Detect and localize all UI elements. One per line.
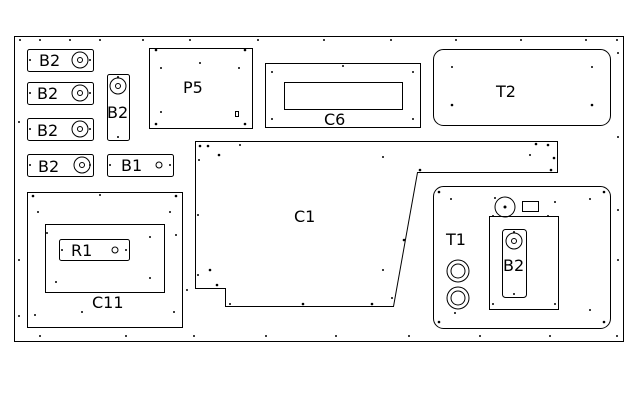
t2-board[interactable]: T2 [433,49,611,126]
b2-label-1: B2 [39,51,60,70]
b2-label-vertical: B2 [107,103,128,122]
b2-board-1[interactable]: B2 [27,49,94,72]
r1-label: R1 [71,241,92,260]
p5-label: P5 [183,78,203,97]
b2-inner-board[interactable]: B2 [489,216,559,310]
c1-board[interactable]: C1 [195,141,558,307]
b2-board-4[interactable]: B2 [27,154,94,177]
b2-board-vertical[interactable]: B2 [107,74,130,141]
t1-label: T1 [445,230,466,249]
b2-label-4: B2 [38,157,59,176]
c11-board[interactable]: C11 [27,192,189,328]
t2-label: T2 [495,82,516,101]
b1-board[interactable]: B1 [107,154,174,177]
c11-label: C11 [92,293,124,312]
c1-label: C1 [294,207,315,226]
c6-label: C6 [324,110,345,129]
b1-label: B1 [121,156,142,175]
c6-board[interactable]: C6 [265,63,421,130]
p5-board[interactable]: P5 [149,48,253,129]
r1-board[interactable]: R1 [59,239,130,261]
b2-board-2[interactable]: B2 [27,82,94,105]
b2-board-3[interactable]: B2 [27,118,94,141]
mounting-holes [18,39,619,337]
b2-label-3: B2 [37,121,58,140]
board-outline [14,36,624,342]
b2-inner-label: B2 [503,256,524,275]
t1-board[interactable]: T1 [433,186,611,329]
b2-label-2: B2 [37,84,58,103]
